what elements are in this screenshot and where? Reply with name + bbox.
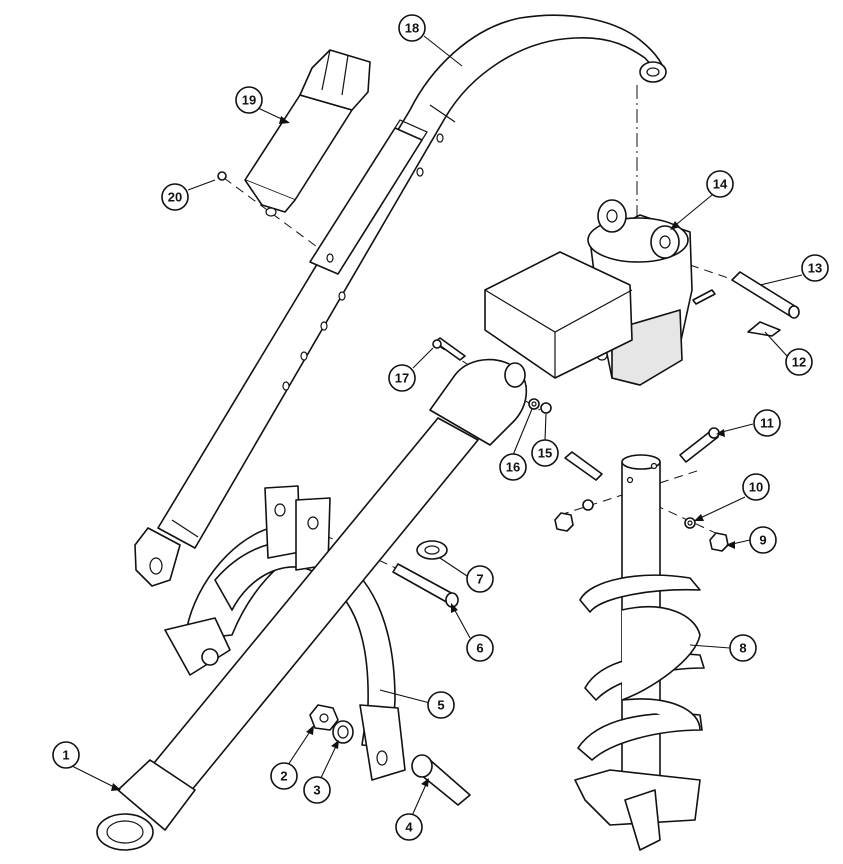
- callout-19: 19: [235, 86, 263, 114]
- callout-5: 5: [427, 691, 455, 719]
- callout-13-label: 13: [808, 261, 822, 276]
- callout-20: 20: [161, 183, 189, 211]
- callout-2-label: 2: [280, 769, 287, 784]
- gearbox-part-14: [484, 199, 693, 386]
- callout-17-label: 17: [395, 371, 409, 386]
- auger-washer: [582, 499, 594, 511]
- pin-part-17: [432, 337, 466, 361]
- clip-part-7: [416, 540, 448, 560]
- washer-part-3: [332, 720, 354, 744]
- callout-3-label: 3: [313, 783, 320, 798]
- nut-part-20: [217, 171, 227, 181]
- callout-10-label: 10: [749, 480, 763, 495]
- callout-11-label: 11: [760, 416, 774, 431]
- boom-holes: [282, 133, 444, 391]
- callout-14-label: 14: [713, 177, 728, 192]
- callout-18: 18: [398, 14, 426, 42]
- handle-part-19: [244, 49, 371, 217]
- callout-4: 4: [395, 813, 423, 841]
- callout-12-label: 12: [792, 355, 806, 370]
- callout-9: 9: [749, 526, 777, 554]
- callout-20-label: 20: [168, 190, 182, 205]
- callout-1-label: 1: [62, 748, 69, 763]
- callout-13: 13: [801, 254, 829, 282]
- washer-part-16: [528, 398, 540, 410]
- callout-18-label: 18: [405, 21, 419, 36]
- bolt-part-4: [411, 754, 471, 806]
- boom-tube-part-18: [134, 14, 667, 587]
- retaining-pin: [692, 289, 716, 305]
- callout-4-label: 4: [405, 820, 413, 835]
- washer-part-10: [684, 517, 696, 529]
- slide-bracket: [309, 119, 428, 275]
- callout-12: 12: [785, 348, 813, 376]
- callout-19-label: 19: [242, 93, 256, 108]
- cotter-pin-part-12: [747, 321, 781, 337]
- drive-shaft-part-1: [96, 358, 528, 851]
- callout-10: 10: [742, 473, 770, 501]
- callout-16-label: 16: [506, 460, 520, 475]
- pin-part-6: [392, 563, 459, 608]
- callout-7-label: 7: [476, 572, 483, 587]
- callout-6: 6: [466, 634, 494, 662]
- auger-bolt: [564, 451, 603, 481]
- auger-nut: [554, 512, 574, 532]
- callout-7: 7: [466, 565, 494, 593]
- callout-3: 3: [303, 776, 331, 804]
- callout-8-label: 8: [739, 641, 746, 656]
- callout-14: 14: [706, 170, 734, 198]
- auger-part-8: [574, 454, 705, 851]
- nut-part-9: [709, 532, 729, 552]
- callout-5-label: 5: [437, 698, 444, 713]
- callout-8: 8: [729, 634, 757, 662]
- nut-part-2: [309, 704, 339, 731]
- nut-part-15: [540, 402, 552, 414]
- callout-15: 15: [531, 439, 559, 467]
- pin-part-13: [731, 271, 800, 319]
- callout-11: 11: [753, 409, 781, 437]
- callout-9-label: 9: [759, 533, 766, 548]
- callout-6-label: 6: [476, 641, 483, 656]
- callout-2: 2: [270, 762, 298, 790]
- leaders: [65, 35, 803, 819]
- callout-15-label: 15: [538, 446, 552, 461]
- callout-1: 1: [52, 741, 80, 769]
- bolt-part-11: [679, 427, 720, 463]
- callout-17: 17: [388, 364, 416, 392]
- callout-16: 16: [499, 453, 527, 481]
